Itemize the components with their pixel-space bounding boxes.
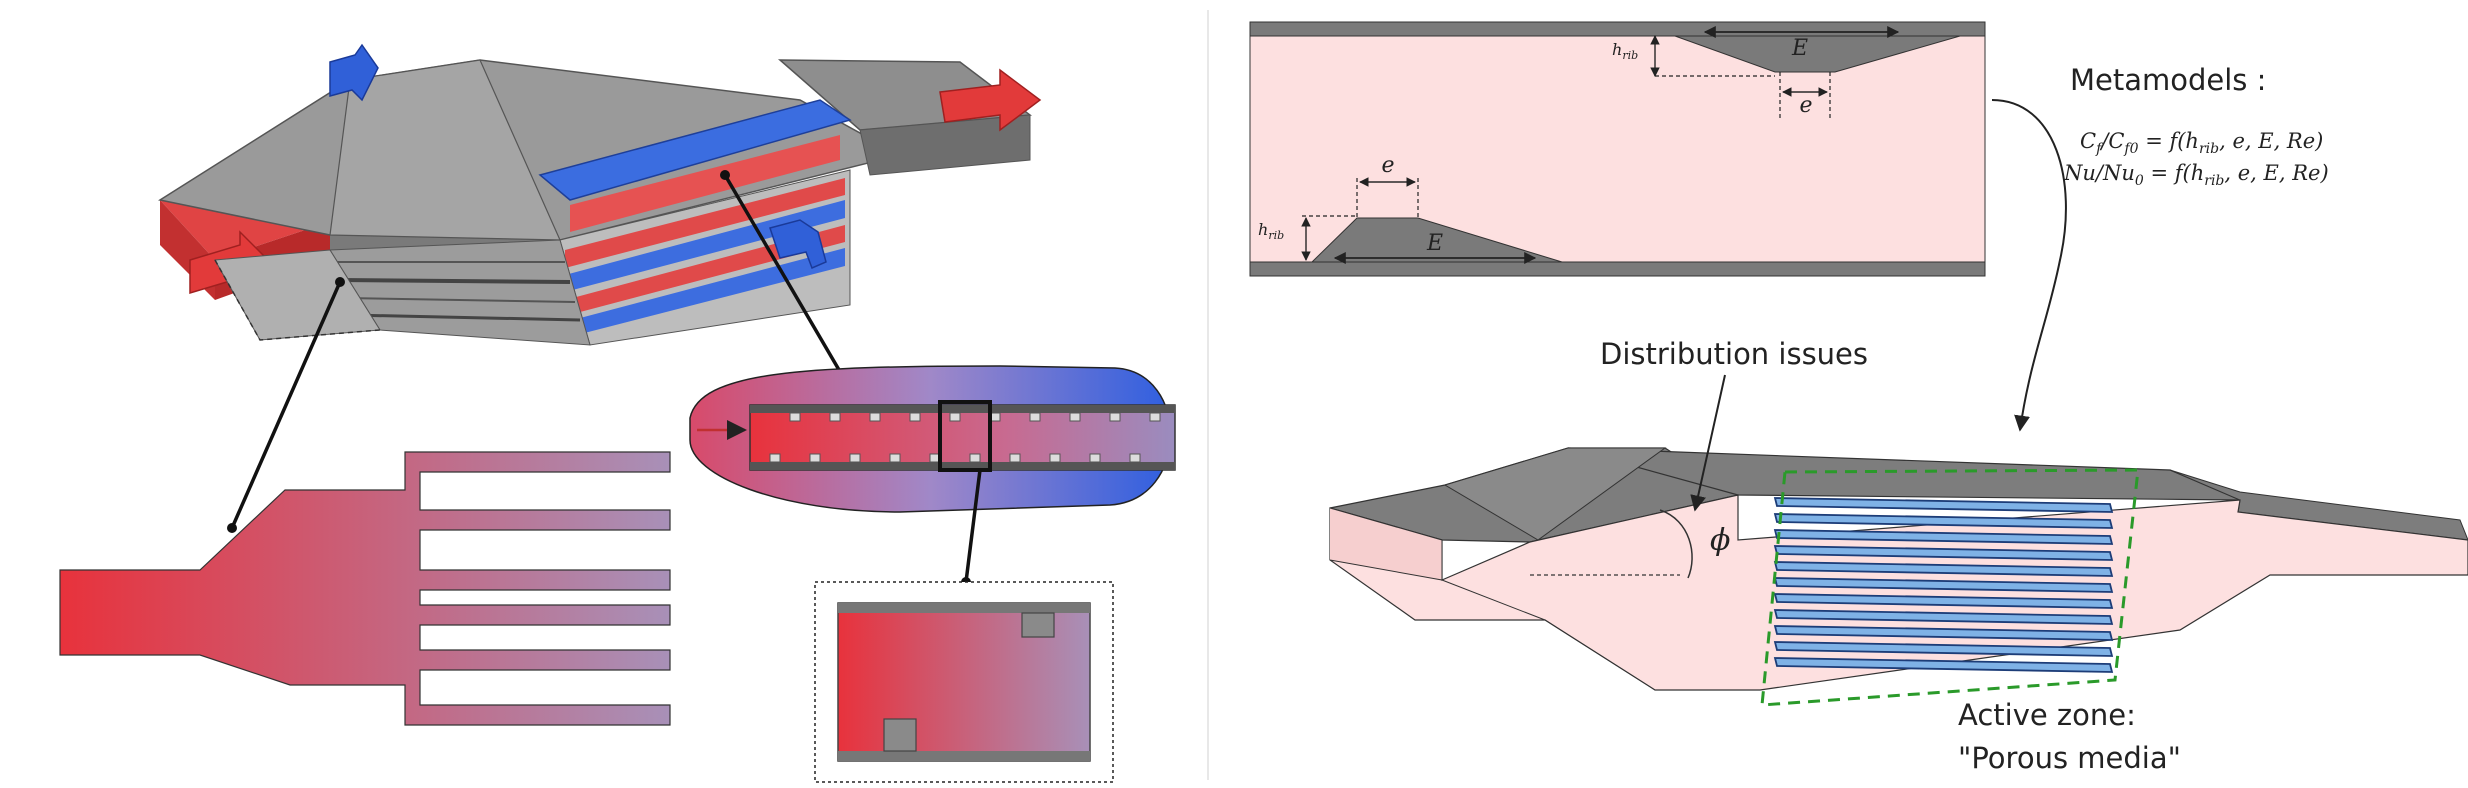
connector-rib-detail [964, 469, 982, 583]
connector-manifold [230, 281, 342, 529]
heat-exchanger-3d [158, 43, 1042, 346]
label-E-top: E [1791, 36, 1808, 61]
distributor-manifold [59, 451, 671, 726]
metamodel-arrow [1991, 99, 2067, 432]
rib-detail-box [814, 581, 1114, 783]
rib-channel-schematic: E hrib e E e hrib [1249, 21, 1986, 277]
channel-stack [1773, 497, 2114, 673]
cold-inlet-arrow [329, 43, 379, 102]
metamodels-title: Metamodels : [2070, 63, 2266, 97]
plate-stack [329, 135, 851, 346]
cold-outlet-arrow [769, 219, 827, 269]
rib-top [1674, 35, 1961, 73]
label-e-top: e [1799, 93, 1812, 118]
active-zone-label: Active zone: [1958, 698, 2136, 732]
zoom-box [938, 400, 992, 472]
label-E-bottom: E [1426, 231, 1443, 256]
label-e-bottom: e [1381, 153, 1394, 178]
cold-header [538, 99, 852, 201]
distribution-arrow [1690, 374, 1726, 512]
connector-channel [723, 174, 844, 376]
rib-bottom [1310, 217, 1563, 263]
channel-zoom-ellipse [689, 365, 1176, 513]
porous-media-label: "Porous media" [1958, 741, 2181, 775]
equation-cf: Cf/Cf0 = f(hrib, e, E, Re) [2080, 129, 2323, 157]
active-zone-outline [1760, 468, 2140, 707]
distribution-issues-label: Distribution issues [1600, 337, 1868, 371]
equation-nu: Nu/Nu0 = f(hrib, e, E, Re) [2063, 161, 2329, 189]
hot-outlet-arrow [939, 68, 1042, 132]
porous-media-block: ϕ [1329, 447, 2468, 707]
angle-phi: ϕ [1710, 523, 1730, 558]
